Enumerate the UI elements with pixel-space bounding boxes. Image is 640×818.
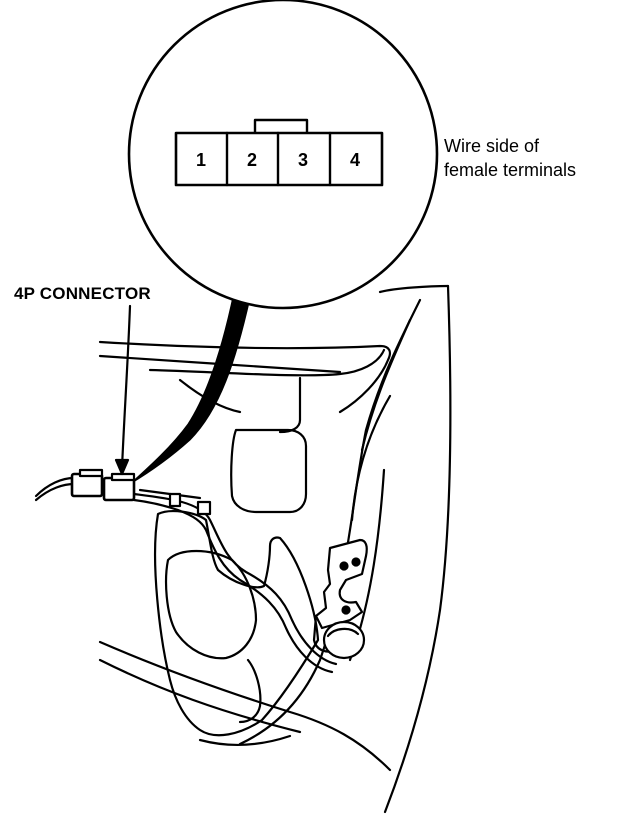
terminal-note-line2: female terminals <box>444 160 577 180</box>
pin-2-label: 2 <box>247 150 257 170</box>
connector-callout-label: 4P CONNECTOR <box>14 284 151 303</box>
callout-arrow <box>114 304 132 476</box>
pin-1-label: 1 <box>196 150 206 170</box>
terminal-note-line1: Wire side of <box>444 136 540 156</box>
pin-4-label: 4 <box>350 150 360 170</box>
door-openings <box>154 428 320 747</box>
pin-3-label: 3 <box>298 150 308 170</box>
latch-actuator <box>312 538 368 660</box>
wire-harness <box>34 476 338 674</box>
door-panel <box>98 284 452 814</box>
connector-pair <box>70 468 136 502</box>
connector-face: 1 2 3 4 <box>174 118 384 187</box>
